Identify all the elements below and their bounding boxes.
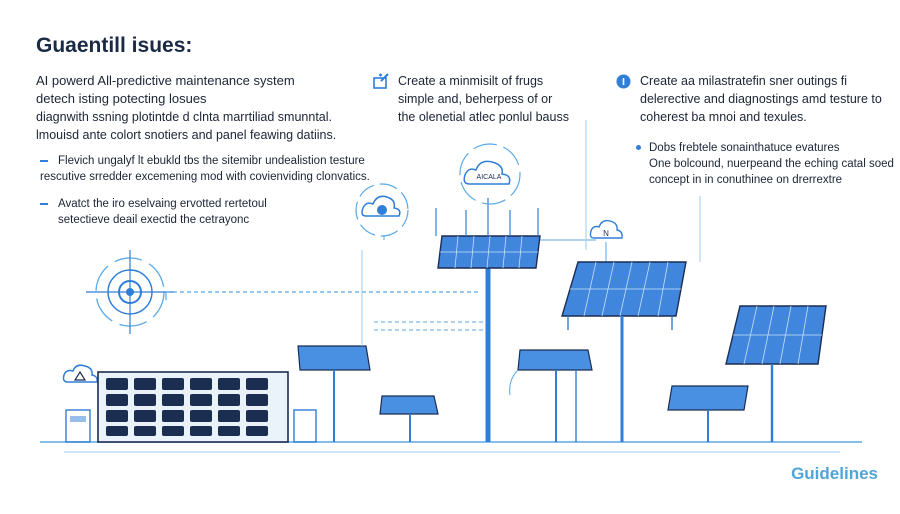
solar-panel-right-low [667,385,749,442]
control-box [65,409,91,443]
cloud-tag-label: AICALA [477,174,502,181]
dash-icon [40,159,48,162]
info-icon [616,74,631,89]
intro-line: detech isting potecting losues [36,91,207,106]
section-three-line: Create aa milastratefin sner outings fi [640,74,848,88]
battery-storage-bank [97,371,289,443]
footer-label: Guidelines [791,464,878,483]
section-two-line: simple and, beherpess of or [398,92,553,106]
intro-line: AI powerd All-predictive maintenance sys… [36,73,295,88]
bullet-text: Flevich ungalyf lt ebukld tbs the sitemi… [58,155,365,167]
page-title: Guaentill isues: [36,34,193,57]
intro-line: diagnwith ssning plotintde d clnta marrt… [36,110,332,124]
inverter-box [293,409,317,443]
section-three-line: delerective and diagnostings amd testure… [640,92,882,106]
solar-panel-mid [509,349,593,442]
bullet-text: concept in in conuthinee on drerrextre [649,174,843,186]
solar-panel-large [561,261,687,442]
solar-panel-right [725,305,827,442]
dash-icon [40,202,48,205]
section-three-text: Create aa milastratefin sner outings fi … [640,72,900,126]
cloud-sync-icon [355,183,409,237]
central-tower [435,198,541,442]
solar-panel-small [297,345,371,442]
bullet-item: Avatct the iro eselvaing ervotted rertet… [40,196,267,228]
intro-line: lmouisd ante colort snotiers and panel f… [36,128,337,142]
section-two-text: Create a minmisilt of frugs simple and, … [398,72,608,126]
bullet-text: One bolcound, nuerpeand the eching catal… [649,158,894,170]
bullet-item: Flevich ungalyf lt ebukld tbs the sitemi… [40,153,370,185]
cloud-alert-icon: N [589,219,623,239]
svg-text:N: N [603,229,609,238]
intro-text-block: AI powerd All-predictive maintenance sys… [36,72,356,144]
edit-icon [373,73,389,89]
radar-icon [86,250,174,334]
section-three-line: coherest ba mnoi and texules. [640,110,807,124]
section-two-line: the olenetial atlec ponlul bauss [398,110,569,124]
section-two-line: Create a minmisilt of frugs [398,74,544,88]
dot-icon [636,145,641,151]
cloud-warning-icon [62,364,98,383]
solar-panel-low [379,395,439,442]
bullet-text: setectieve deail exectid the cetrayonc [58,214,250,226]
bullet-text: Dobs frebtele sonainthatuce evatures [649,142,840,154]
bullet-text: rescutive srredder excemening mod with c… [40,171,370,183]
cloud-analytics-icon: AICALA [459,143,521,205]
bullet-text: Avatct the iro eselvaing ervotted rertet… [58,198,267,210]
bullet-item: Dobs frebtele sonainthatuce evatures One… [636,140,894,188]
